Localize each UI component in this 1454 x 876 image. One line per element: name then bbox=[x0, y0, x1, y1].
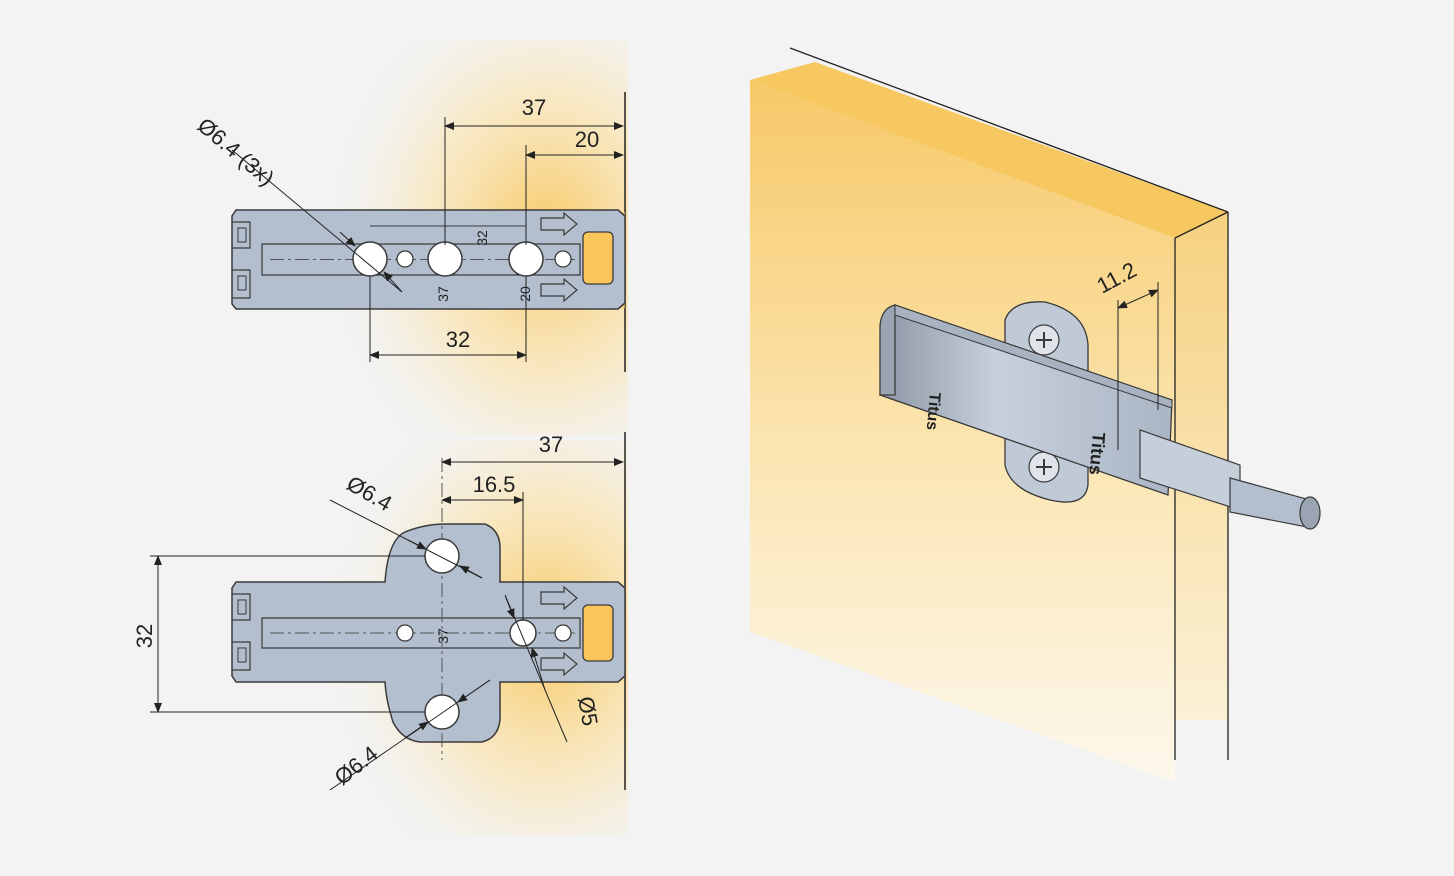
bottom-clip-slot-2 bbox=[237, 647, 247, 663]
bottom-dia5-arrow-1 bbox=[505, 597, 515, 619]
top-emboss-20: 20 bbox=[517, 286, 533, 302]
bottom-yellow-pad bbox=[582, 604, 614, 662]
top-arrow-icon-2 bbox=[540, 277, 578, 303]
bottom-arrow-icon-2 bbox=[540, 651, 578, 677]
top-dia-arrow-2 bbox=[383, 271, 403, 293]
top-arrow-icon-1 bbox=[540, 211, 578, 237]
bottom-dim-16-5: 16.5 bbox=[473, 472, 516, 497]
iso-edge-line-corner bbox=[1174, 211, 1229, 239]
iso-brand-text-1: Titus bbox=[923, 392, 943, 431]
iso-brand-text-2: Titus bbox=[1085, 432, 1109, 476]
top-dim-37: 37 bbox=[522, 95, 546, 120]
bottom-arrow-icon-1 bbox=[540, 585, 578, 611]
bottom-hole-bottom bbox=[424, 694, 460, 730]
top-dim-20: 20 bbox=[575, 127, 599, 152]
iso-view: Titus Titus 11.2 bbox=[750, 47, 1321, 782]
top-clip-slot-2 bbox=[237, 275, 247, 291]
bottom-hole-top bbox=[424, 538, 460, 574]
top-clip-detail bbox=[232, 221, 251, 299]
iso-edge-line-top bbox=[789, 47, 1229, 213]
bottom-dia5-arrow-2 bbox=[530, 647, 546, 691]
bottom-clip-slot-1 bbox=[237, 599, 247, 615]
top-yellow-pad bbox=[582, 231, 614, 285]
iso-damper-end bbox=[879, 304, 896, 396]
bottom-small-hole-2 bbox=[554, 624, 572, 642]
bottom-dia-top-arrow-1 bbox=[407, 539, 427, 550]
top-clip-slot-1 bbox=[237, 227, 247, 243]
bottom-dim-37: 37 bbox=[539, 432, 563, 457]
bottom-dia-top-arrow-2 bbox=[459, 565, 483, 579]
top-emboss-37: 37 bbox=[435, 286, 451, 302]
iso-screw-bottom-cross bbox=[1036, 459, 1052, 475]
bottom-dia-top-leader bbox=[329, 499, 483, 579]
bottom-center-slot bbox=[261, 617, 581, 649]
top-center-slot bbox=[261, 243, 581, 276]
top-dia-leader bbox=[231, 149, 403, 293]
top-view: 32 37 20 37 20 32 Ø6.4 (3x) bbox=[193, 40, 628, 435]
iso-panel-front bbox=[750, 80, 1175, 782]
top-hole-2 bbox=[427, 241, 463, 277]
top-dim-32: 32 bbox=[446, 327, 470, 352]
bottom-small-hole-1 bbox=[396, 624, 414, 642]
iso-panel-top bbox=[750, 62, 1228, 238]
bottom-clip-detail bbox=[232, 593, 251, 671]
top-small-hole-1 bbox=[396, 250, 414, 268]
bottom-view: 37 37 16.5 32 Ø6.4 Ø6.4 Ø5 bbox=[132, 432, 628, 835]
iso-screw-top-cross bbox=[1036, 332, 1052, 348]
iso-damper-top-edge bbox=[894, 304, 1173, 409]
bottom-dim-32: 32 bbox=[132, 624, 157, 648]
top-hole-1 bbox=[352, 241, 388, 277]
top-hole-3 bbox=[508, 241, 544, 277]
iso-dim-11-2-line bbox=[1117, 289, 1159, 309]
bottom-dia-bottom-arrow-1 bbox=[404, 721, 429, 739]
top-small-hole-2 bbox=[554, 250, 572, 268]
bottom-emboss-37: 37 bbox=[435, 628, 451, 644]
top-emboss-32: 32 bbox=[474, 230, 490, 246]
bottom-dia5-leader bbox=[504, 594, 568, 743]
bottom-dia-bottom-arrow-2 bbox=[457, 679, 491, 703]
iso-piston-tip bbox=[1299, 496, 1321, 530]
top-dia-label: Ø6.4 (3x) bbox=[193, 113, 279, 191]
bottom-dia5-label: Ø5 bbox=[573, 695, 603, 728]
top-dia-arrow-1 bbox=[339, 231, 356, 247]
bottom-hole-5 bbox=[509, 619, 537, 647]
